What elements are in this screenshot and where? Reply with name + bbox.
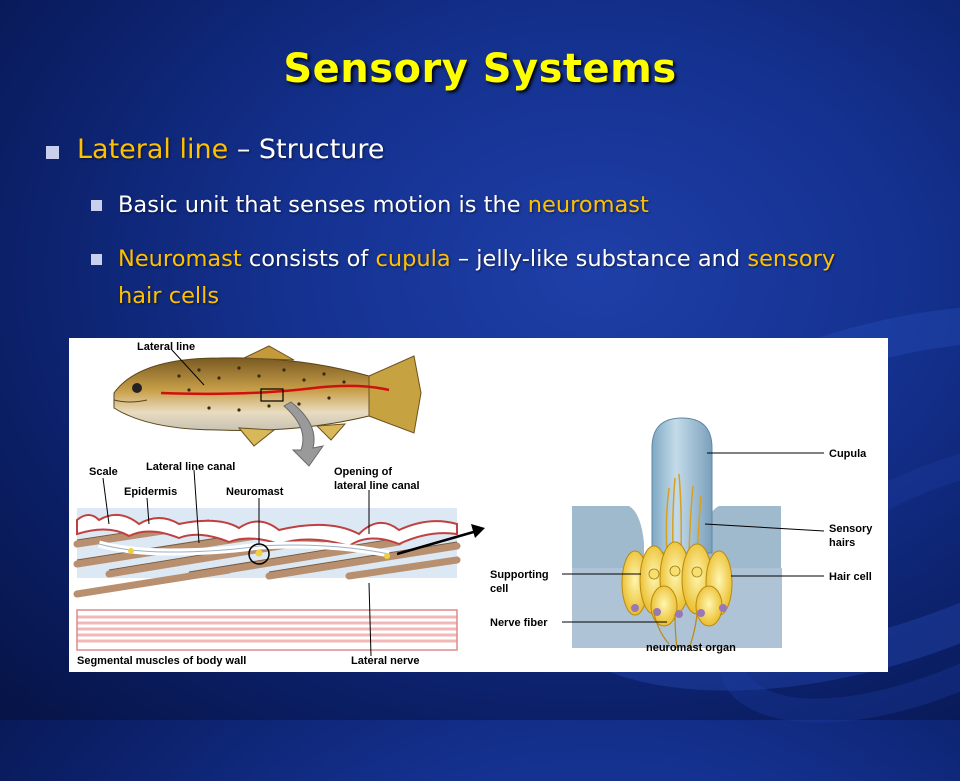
pointer-arrow [396, 529, 478, 556]
label-opening-line1: Opening of [334, 466, 392, 478]
arrowhead-icon [471, 524, 485, 538]
slide-title: Sensory Systems [283, 46, 677, 92]
label-supporting-cell-line1: Supporting [490, 569, 549, 581]
leader-line [171, 349, 205, 386]
lateral-line-figure: Lateral line [69, 338, 888, 672]
label-scale: Scale [89, 466, 118, 478]
bullet-text: Neuromast consists of cupula – jelly-lik… [118, 241, 871, 315]
plain-text: – jelly-like substance and [450, 246, 748, 272]
label-lateral-nerve: Lateral nerve [351, 655, 419, 667]
plain-text: – Structure [228, 134, 385, 165]
label-supporting-cell-line2: cell [490, 583, 508, 595]
skin-cross-section [73, 508, 461, 651]
label-hair-cell: Hair cell [829, 571, 872, 583]
fish-illustration [113, 345, 422, 447]
label-nerve-fiber: Nerve fiber [490, 617, 548, 629]
highlight-text: Neuromast [118, 246, 242, 272]
label-sensory-hairs-line1: Sensory [829, 523, 873, 535]
highlight-text: cupula [375, 246, 451, 272]
neuromast-organ-illustration [572, 417, 782, 649]
bullet-level2: Basic unit that senses motion is the neu… [91, 187, 649, 224]
bullet-text: Lateral line – Structure [77, 134, 385, 165]
label-segmental-muscles: Segmental muscles of body wall [77, 655, 246, 667]
leader-lines [102, 469, 372, 657]
label-neuromast-organ: neuromast organ [646, 642, 736, 654]
highlight-text: neuromast [527, 192, 649, 218]
label-epidermis: Epidermis [124, 486, 177, 498]
highlight-text: sensory hair cells [118, 246, 836, 309]
plain-text: Basic unit that senses motion is the [118, 192, 528, 218]
magnify-arrow-icon [283, 401, 325, 467]
label-opening-line2: lateral line canal [334, 480, 420, 492]
leader-lines [562, 452, 825, 623]
bullet-level1: Lateral line – Structure [46, 134, 385, 165]
label-lateral-line-canal: Lateral line canal [146, 461, 235, 473]
label-neuromast: Neuromast [226, 486, 284, 498]
bullet-square-icon [46, 146, 59, 159]
bullet-level2: Neuromast consists of cupula – jelly-lik… [91, 241, 871, 315]
plain-text: consists of [241, 246, 376, 272]
label-lateral-line: Lateral line [137, 341, 195, 353]
highlight-text: Lateral line [77, 134, 229, 165]
bullet-square-icon [91, 254, 102, 265]
bullet-text: Basic unit that senses motion is the neu… [118, 187, 649, 224]
label-cupula: Cupula [829, 448, 867, 460]
bullet-square-icon [91, 200, 102, 211]
label-sensory-hairs-line2: hairs [829, 537, 855, 549]
